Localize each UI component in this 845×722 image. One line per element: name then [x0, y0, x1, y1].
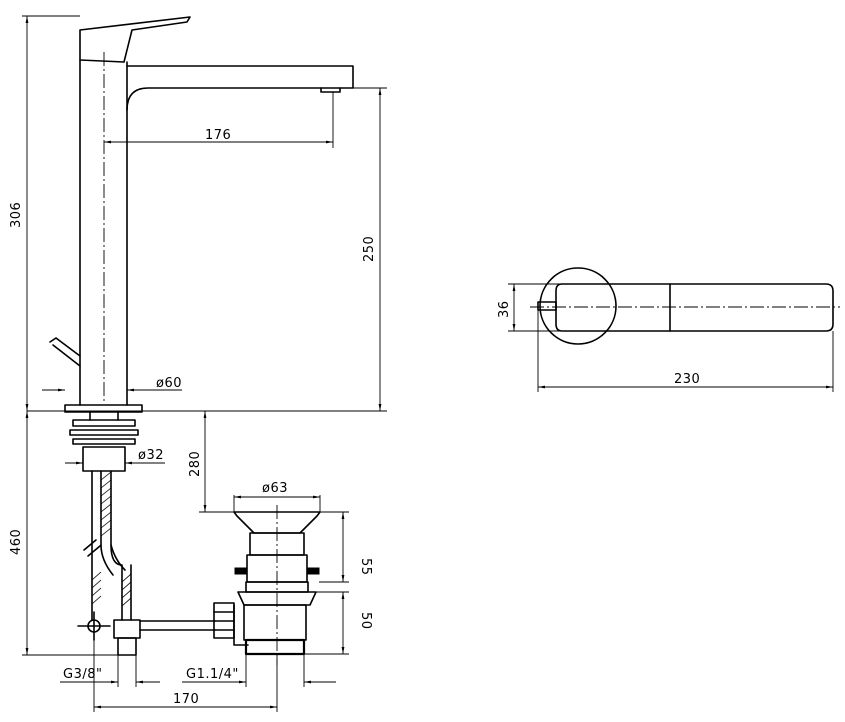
dimension-labels: 306 250 176 ø60 ø32 280 ø63 55 50 460 G3…: [9, 128, 377, 707]
dim-shank-diameter: ø32: [138, 448, 164, 463]
dim-supply-thread: G3/8": [63, 667, 102, 682]
shank-assembly: [69, 411, 216, 656]
dim-waste-diameter: ø63: [262, 481, 288, 496]
faucet-side-view: [27, 16, 387, 413]
dim-36: 36: [497, 300, 512, 318]
dim-waste-thread: G1.1/4": [186, 667, 239, 682]
dimension-lines: [22, 15, 387, 712]
dim-250: 250: [362, 236, 377, 262]
waste-assembly: [213, 505, 321, 665]
dim-176: 176: [205, 128, 231, 143]
dim-306: 306: [9, 202, 24, 228]
dim-55: 55: [358, 558, 373, 576]
dim-base-diameter: ø60: [156, 376, 182, 391]
dim-280: 280: [188, 451, 203, 477]
dim-170: 170: [173, 692, 199, 707]
dim-460: 460: [9, 529, 24, 555]
dim-230: 230: [674, 372, 700, 387]
faucet-top-view: 36 230: [497, 267, 840, 392]
dim-50: 50: [358, 612, 373, 630]
